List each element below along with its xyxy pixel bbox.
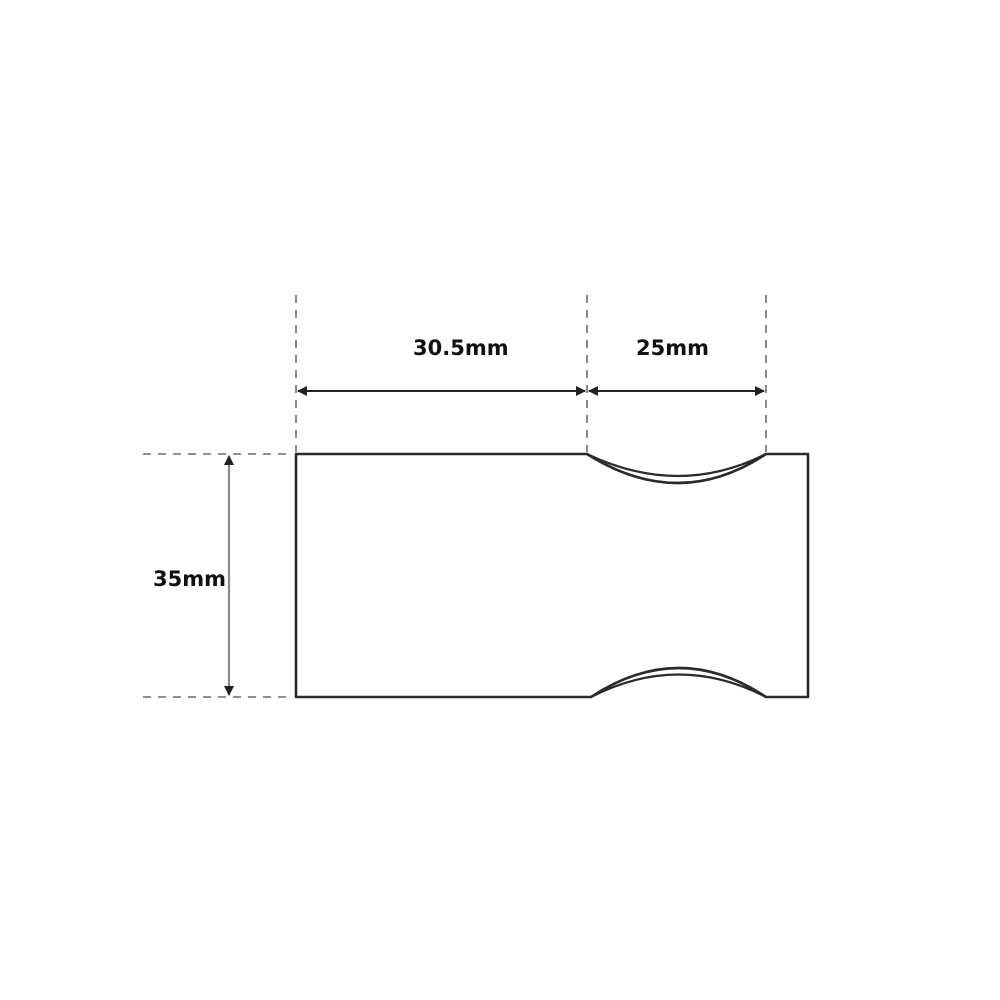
top-notch-inner-curve (586, 453, 767, 478)
part-outline (294, 452, 810, 699)
bottom-notch-inner-curve (590, 673, 767, 698)
height-label: 35mm (153, 567, 226, 591)
left-width-label: 30.5mm (413, 336, 509, 360)
notch-width-label: 25mm (636, 336, 709, 360)
